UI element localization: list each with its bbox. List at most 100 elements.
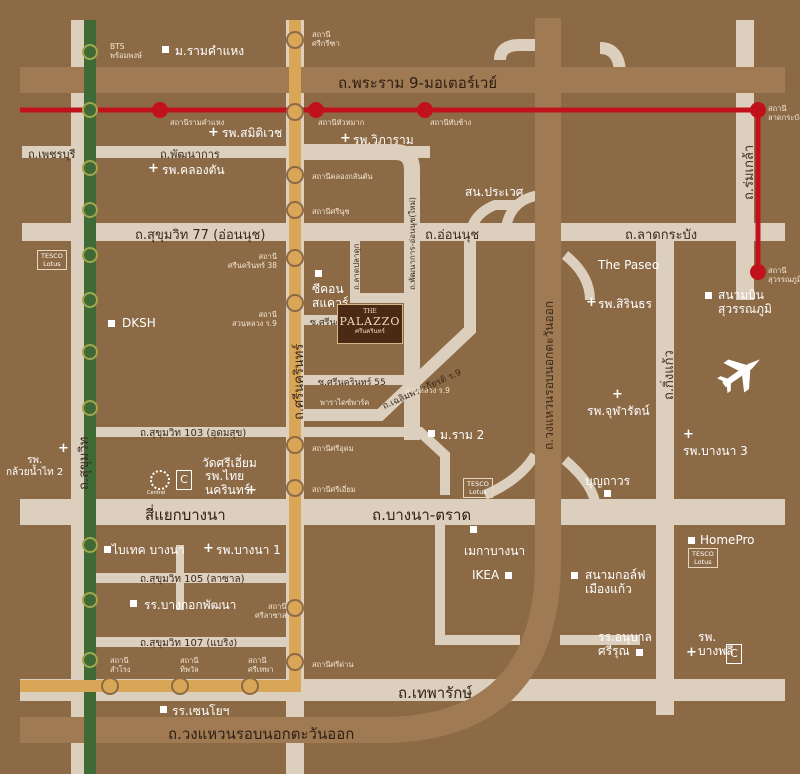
- road-sukhumvit103: [80, 427, 450, 495]
- marker-ram-u: [162, 46, 169, 53]
- tesco-lotus-logo: TESCO Lotus: [463, 478, 493, 498]
- marker-ram2: [428, 430, 435, 437]
- label-wat-si-iam: วัดศรีเอี่ยม: [202, 456, 257, 470]
- station-suan-luang: [286, 294, 304, 312]
- label-phatthanakan: ถ.พัฒนาการ: [160, 148, 220, 161]
- label-suvarnabhumi-station: สถานี สุวรรณภูมิ: [768, 266, 800, 284]
- label-samitivej: รพ.สมิติเวช: [222, 126, 283, 140]
- station-green-4: [82, 202, 98, 218]
- station-hua-mak: [308, 102, 324, 118]
- station-samrong: [101, 677, 119, 695]
- label-srinakarin38: สถานี ศรีนครินทร์ 38: [228, 252, 277, 270]
- label-suan-luang-small: สวนหลวง ร.9: [405, 386, 450, 395]
- label-phetchaburi: ถ.เพชรบุรี: [28, 148, 76, 161]
- station-phromphong: [82, 44, 98, 60]
- hospital-icon: +: [612, 387, 623, 402]
- marker-anuban-srirun: [636, 649, 643, 656]
- tesco-lotus-logo: TESCO Lotus: [37, 250, 67, 270]
- label-pattanakarn-onnut: ถ.พัฒนาการ-อ่อนนุช(ใหม่): [408, 196, 417, 290]
- label-suan-luang: สถานี สวนหลวง ร.9: [232, 310, 277, 328]
- station-srinakarin38: [286, 249, 304, 267]
- label-si-dan: สถานีศรีด่าน: [312, 660, 354, 669]
- mall-logo-icon: C: [176, 470, 192, 490]
- marker-sainieo: [160, 706, 167, 713]
- label-bangkok-pattana: รร.บางกอกพัฒนา: [144, 598, 237, 612]
- label-sukhumvit103: ถ.สุขุมวิท 103 (อุดมสุข): [140, 428, 247, 439]
- label-dksh: DKSH: [122, 316, 156, 330]
- hospital-icon: +: [203, 541, 214, 556]
- label-thai-nakarin: รพ.ไทย นครินทร์: [205, 469, 251, 497]
- hospital-icon: +: [586, 295, 597, 310]
- label-latkrabang: ถ.ลาดกระบัง: [625, 228, 698, 243]
- label-sukhumvit77: ถ.สุขุมวิท 77 (อ่อนนุช): [135, 228, 266, 243]
- label-sukhumvit107: ถ.สุขุมวิท 107 (แบริ่ง): [140, 638, 238, 649]
- label-ikea: IKEA: [472, 568, 500, 582]
- label-bangna-junction: สี่แยกบางนา: [145, 506, 226, 524]
- label-hua-mak: สถานีหัวหมาก: [318, 118, 365, 127]
- label-bts-phromphong: BTS พร้อมพงษ์: [110, 42, 142, 60]
- station-hua-mak-yellow: [286, 103, 304, 121]
- marker-dksh: [108, 320, 115, 327]
- label-si-thepha: สถานี ศรีเทพา: [248, 656, 274, 674]
- palazzo-sub: ศรีนครินทร์: [355, 328, 385, 335]
- station-green-11: [82, 652, 98, 668]
- hospital-icon: +: [246, 483, 257, 498]
- label-sukhumvit: ถ.สุขุมวิท: [77, 436, 92, 490]
- label-sainieo: รร.เซนโยฯ: [172, 704, 230, 718]
- mall-logo-icon: C: [726, 644, 742, 664]
- station-suvarnabhumi: [750, 264, 766, 280]
- marker-ikea: [505, 572, 512, 579]
- label-latkrabang-station: สถานี ลาดกระบัง: [768, 104, 800, 122]
- station-si-lasalle: [286, 599, 304, 617]
- marker-homepro: [688, 537, 695, 544]
- hospital-icon: +: [683, 427, 694, 442]
- label-bunthavorn: บุญถาวร: [585, 474, 631, 488]
- label-paradise-park: พาราไดซ์พาร์ค: [320, 398, 370, 407]
- station-green-5: [82, 247, 98, 263]
- road-paseo-link: [561, 251, 595, 301]
- label-soi-55: ซ.ศรีนครินทร์ 55: [318, 378, 386, 388]
- station-latkrabang: [750, 102, 766, 118]
- station-si-nut: [286, 201, 304, 219]
- station-klong-kalantan: [286, 166, 304, 184]
- road-mega-link: [482, 452, 540, 500]
- station-green-10: [82, 592, 98, 608]
- hospital-icon: +: [148, 161, 159, 176]
- tesco-lotus-logo: TESCO Lotus: [688, 548, 718, 568]
- label-bangna3: รพ.บางนา 3: [683, 444, 748, 458]
- hospital-icon: +: [58, 441, 69, 456]
- red-line-stations: [152, 102, 766, 280]
- marker-seacon: [315, 270, 322, 277]
- label-sirinthorn: รพ.สิรินธร: [598, 297, 652, 311]
- station-si-thepha: [241, 677, 259, 695]
- label-the-paseo: The Paseo: [598, 258, 660, 272]
- label-lat-pla-duk: ถ.ลาดปลาดุก: [352, 243, 361, 291]
- marker-bangkok-pattana: [130, 600, 137, 607]
- label-ramkhamhaeng: สถานีรามคำแหง: [170, 118, 225, 127]
- station-si-iam: [286, 479, 304, 497]
- label-outer-ring: ถ.วงแหวนรอบนอกตะวันออก: [168, 725, 355, 743]
- station-si-dan: [286, 653, 304, 671]
- label-bangna1: รพ.บางนา 1: [216, 543, 281, 557]
- expressway-outer-ring: [20, 18, 561, 743]
- label-jullarat: รพ.จุฬารัตน์: [587, 404, 650, 418]
- station-si-udom: [286, 436, 304, 454]
- label-si-nut: สถานีศรีนุช: [312, 207, 350, 216]
- label-bangphli: รพ. บางพลี: [698, 630, 734, 658]
- expressways: [20, 18, 785, 743]
- station-ban-thap-chang: [417, 102, 433, 118]
- label-mega-bangna: เมกาบางนา: [464, 544, 526, 558]
- label-si-lasalle: สถานี ศรีลาซาล: [255, 602, 287, 620]
- label-kingkaeo: ถ.กิ่งแก้ว: [662, 350, 677, 400]
- label-golf: สนามกอล์ฟ เมืองแก้ว: [585, 568, 646, 596]
- label-thipphawan: สถานี ทิพวัล: [180, 656, 199, 674]
- label-si-udom: สถานีศรีอุดม: [312, 444, 354, 453]
- label-samrong: สถานี สำโรง: [110, 656, 131, 674]
- station-green-3: [82, 160, 98, 176]
- label-suvarnabhumi-airport: สนามบิน สุวรรณภูมิ: [718, 288, 772, 316]
- hospital-icon: +: [686, 645, 697, 660]
- project-palazzo-marker[interactable]: THE PALAZZO ศรีนครินทร์: [337, 304, 403, 344]
- label-biotec: ไบเทค บางนา: [112, 543, 185, 557]
